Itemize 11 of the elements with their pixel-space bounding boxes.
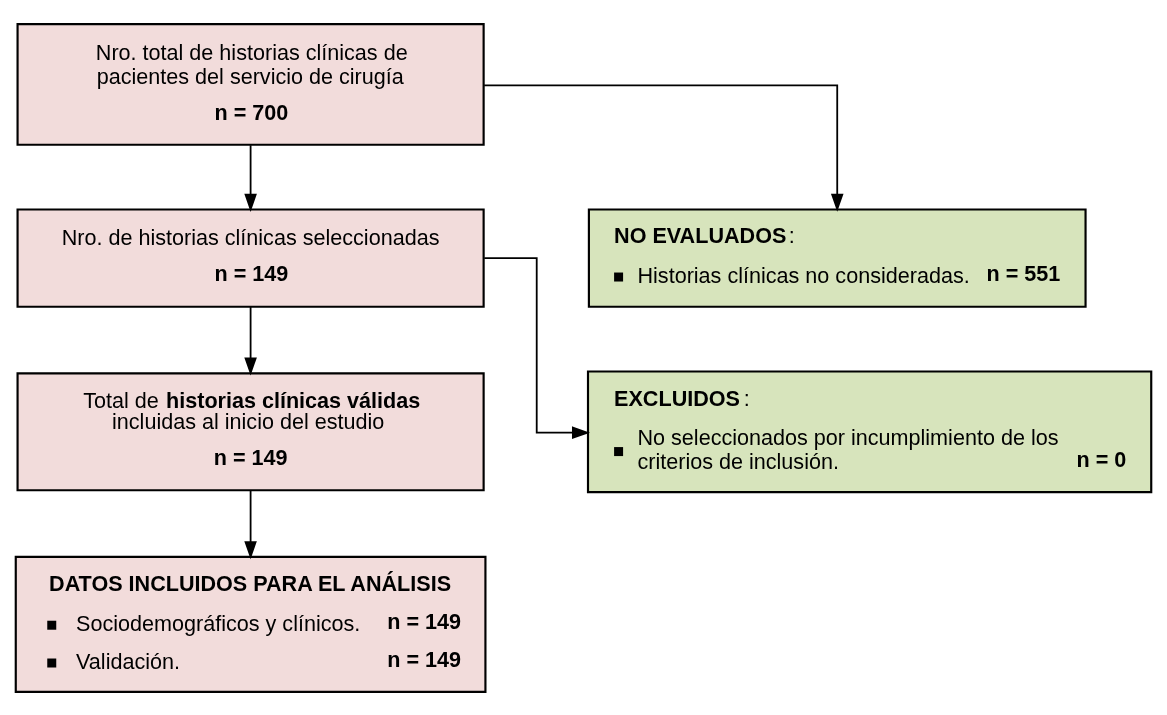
arrow [483, 256, 590, 439]
arrow [483, 83, 844, 212]
arrow [244, 305, 257, 376]
arrow [244, 143, 257, 212]
arrow [244, 489, 257, 559]
node-box: Nro. de historias clínicas seleccionadas n = 149 [16, 207, 485, 308]
node-box: EXCLUIDOS: No seleccionados por incumplimiento de los criterios de inclusión. n = 0 [586, 369, 1153, 493]
node-box: NO EVALUADOS: Historias clínicas no consideradas. n = 551 [587, 207, 1087, 308]
node-box: DATOS INCLUIDOS PARA EL ANÁLISIS Sociodemográficos y clínicos. n = 149 Validación. n = 149 [14, 555, 487, 693]
node-box: Nro. total de historias clínicas de pacientes del servicio de cirugía n = 700 [16, 22, 485, 146]
node-box: Total de historias clínicas válidas incluidas al inicio del estudio n = 149 [16, 371, 485, 491]
